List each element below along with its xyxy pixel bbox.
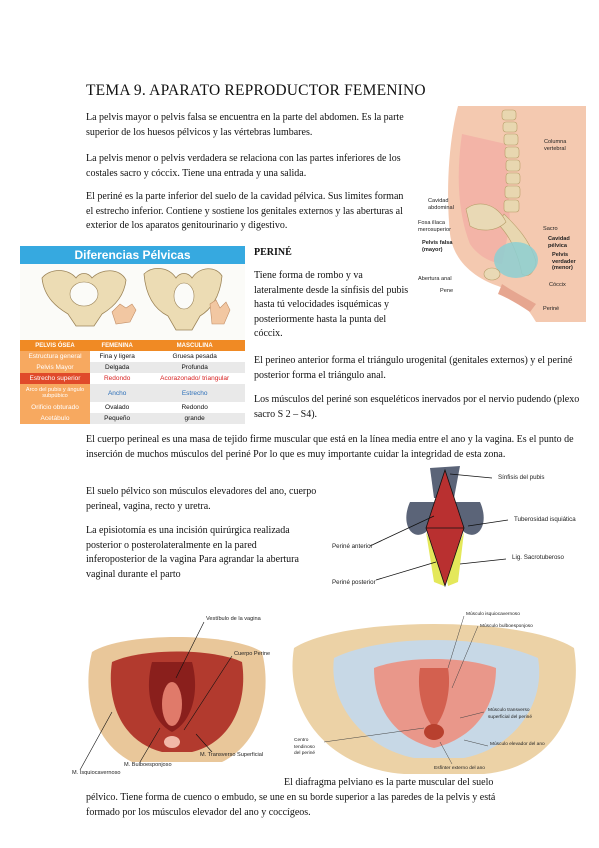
pelvis-comparison-figure bbox=[20, 264, 245, 340]
label-musculo-isquiocavernoso: Músculo isquiocavernoso bbox=[466, 612, 520, 617]
paragraph-perineo-anterior: El perineo anterior forma el triángulo u… bbox=[254, 355, 573, 381]
table-cell: Estructura general bbox=[20, 351, 90, 362]
table-cell: Redondo bbox=[181, 404, 208, 411]
paragraph-perine: El periné es la parte inferior del suelo… bbox=[86, 191, 404, 232]
label-pelvis-falsa: Pelvis falsa (mayor) bbox=[422, 240, 453, 253]
table-row: Estructura general Fina y ligera Gruesa … bbox=[20, 351, 245, 362]
paragraph-diafragma-line2: pélvico. Tiene forma de cuenco o embudo,… bbox=[86, 792, 496, 818]
label-pene: Pene bbox=[440, 288, 454, 294]
pelvis-sagittal-illustration bbox=[448, 106, 586, 322]
table-header-cell: MASCULINA bbox=[144, 340, 245, 351]
label-transverso-superficial: M. Transverso Superficial bbox=[200, 752, 264, 758]
label-perine-posterior: Periné posterior bbox=[332, 579, 376, 586]
label-cuerpo-perineal: Cuerpo Perine bbox=[234, 651, 271, 657]
label-perine-anterior: Periné anterior bbox=[332, 543, 373, 550]
muscle-figure-left: Vestíbulo de la vagina Cuerpo Perine M. … bbox=[72, 612, 282, 780]
table-cell: Gruesa pesada bbox=[172, 353, 217, 360]
pelvis-comparison-illustration bbox=[41, 268, 231, 331]
diferencias-pelvicas-heading: Diferencias Pélvicas bbox=[20, 246, 245, 264]
paragraph-musculos-perine: Los músculos del periné son esqueléticos… bbox=[254, 394, 580, 420]
table-cell: Ovalado bbox=[105, 404, 130, 411]
label-centro-tendinoso: Centro tendinoso del periné bbox=[294, 738, 316, 756]
label-tuberosidad-isquiatica: Tuberosidad isquiática bbox=[514, 516, 576, 523]
label-isquiocavernoso: M. Isquiocavernoso bbox=[72, 770, 121, 776]
label-sinfisis-pubis: Sínfisis del pubis bbox=[498, 474, 545, 481]
label-lig-sacrotuberoso: Lig. Sacrotuberoso bbox=[512, 554, 564, 561]
table-cell: Fina y ligera bbox=[99, 353, 135, 360]
table-row: Arco del pubis y ángulo subpúbico Ancho … bbox=[20, 384, 245, 402]
table-header-cell: FEMENINA bbox=[90, 340, 145, 351]
paragraph-episiotomia: La episiotomía es una incisión quirúrgic… bbox=[86, 525, 299, 580]
label-columna-vertebral: Columna vertebral bbox=[544, 139, 567, 152]
table-cell: Ancho bbox=[90, 384, 145, 402]
table-cell: Acorazonado/ triangular bbox=[160, 375, 230, 382]
label-cavidad-pelvica: Cavidad pélvica bbox=[548, 236, 570, 249]
table-cell: Estrecho superior bbox=[20, 373, 90, 384]
muscle-left-illustration bbox=[79, 621, 266, 771]
pelvis-differences-table: PELVIS ÓSEA FEMENINA MASCULINA Estructur… bbox=[20, 340, 245, 424]
table-cell: Redondo bbox=[103, 375, 131, 382]
table-header-row: PELVIS ÓSEA FEMENINA MASCULINA bbox=[20, 340, 245, 351]
label-pelvis-verdadera: Pelvis verdader (menor) bbox=[552, 252, 576, 271]
paragraph-diafragma-line1: El diafragma pelviano es la parte muscul… bbox=[284, 777, 494, 788]
table-cell: Orificio obturado bbox=[20, 402, 90, 413]
table-cell: Arco del pubis y ángulo subpúbico bbox=[20, 384, 90, 402]
label-abertura-anal: Abertura anal bbox=[418, 276, 452, 282]
paragraph-pelvis-menor: La pelvis menor o pelvis verdadera se re… bbox=[86, 153, 401, 179]
muscle-figure-right: Músculo isquiocavernoso Músculo bulboesp… bbox=[284, 608, 590, 778]
label-musculo-elevador: Músculo elevador del ano bbox=[490, 742, 545, 747]
table-header-cell: PELVIS ÓSEA bbox=[20, 340, 90, 351]
label-musculo-transverso: Músculo transverso superficial del perin… bbox=[488, 708, 532, 720]
label-fosa-iliaca: Fosa ilíaca merosuperior bbox=[418, 220, 451, 233]
table-cell: Profunda bbox=[144, 362, 245, 373]
muscle-right-illustration bbox=[292, 615, 576, 774]
table-cell: Pequeño bbox=[90, 413, 145, 424]
table-cell: Estrecho bbox=[144, 384, 245, 402]
label-coccix: Cóccix bbox=[549, 282, 566, 288]
perine-diamond-figure: Sínfisis del pubis Tuberosidad isquiátic… bbox=[330, 462, 590, 594]
paragraph-suelo-pelvico: El suelo pélvico son músculos elevadores… bbox=[86, 486, 317, 512]
label-vestibulo-vagina: Vestíbulo de la vagina bbox=[206, 616, 261, 622]
table-cell: Delgada bbox=[90, 362, 145, 373]
table-row: Pelvis Mayor Delgada Profunda bbox=[20, 362, 245, 373]
paragraph-perine-forma: Tiene forma de rombo y va lateralmente d… bbox=[254, 270, 409, 340]
label-cavidad-abdominal: Cavidad abdominal bbox=[428, 198, 454, 211]
label-esfinter-externo: Esfínter externo del ano bbox=[434, 766, 485, 771]
perine-heading: PERINÉ bbox=[254, 247, 292, 258]
table-row: Orificio obturado Ovalado Redondo bbox=[20, 402, 245, 413]
perine-diamond-illustration bbox=[369, 466, 509, 588]
label-sacro: Sacro bbox=[543, 226, 558, 232]
table-cell: Pelvis Mayor bbox=[20, 362, 90, 373]
paragraph-cuerpo-perineal: El cuerpo perineal es una masa de tejido… bbox=[86, 434, 574, 460]
table-row: Acetábulo Pequeño grande bbox=[20, 413, 245, 424]
label-bulboesponjoso: M. Bulboesponjoso bbox=[124, 762, 172, 768]
label-musculo-bulboesponjoso: Músculo bulboesponjoso bbox=[480, 624, 533, 629]
table-cell: grande bbox=[144, 413, 245, 424]
table-cell: Acetábulo bbox=[20, 413, 90, 424]
paragraph-pelvis-mayor: La pelvis mayor o pelvis falsa se encuen… bbox=[86, 112, 404, 138]
page-title: TEMA 9. APARATO REPRODUCTOR FEMENINO bbox=[86, 82, 426, 99]
label-perine-fig: Periné bbox=[543, 306, 560, 312]
pelvis-sagittal-figure: Columna vertebral Cavidad abdominal Fosa… bbox=[418, 104, 586, 324]
table-row: Estrecho superior Redondo Acorazonado/ t… bbox=[20, 373, 245, 384]
